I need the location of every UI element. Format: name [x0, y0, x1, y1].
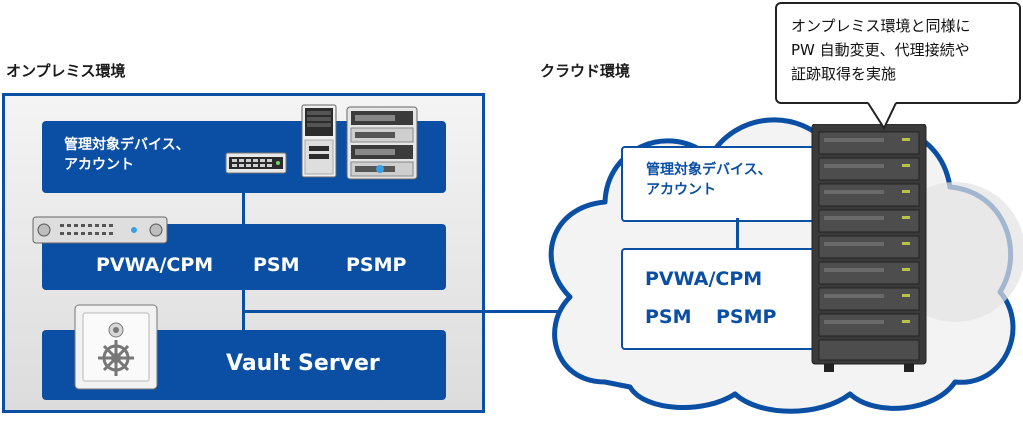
onprem-component-psmp: PSMP: [346, 254, 407, 276]
cloud-title: クラウド環境: [540, 62, 631, 80]
cloud-server-rack-icon: [811, 124, 927, 372]
onprem-component-pvwa-cpm: PVWA/CPM: [96, 254, 214, 276]
onprem-to-cloud-connector: [244, 310, 622, 313]
vault-safe-icon: [74, 304, 158, 390]
cloud-devices-box: [621, 146, 825, 222]
rack-unit-icon: [32, 216, 168, 244]
network-switch-icon: [225, 152, 287, 174]
onprem-component-psm: PSM: [253, 254, 300, 276]
onprem-devices-label-1: 管理対象デバイス、: [64, 137, 190, 153]
callout-text: オンプレミス環境と同様に PW 自動変更、代理接続や 証跡取得を実施: [791, 17, 971, 83]
callout-pointer: [867, 102, 897, 130]
cloud-component-psmp: PSMP: [716, 306, 777, 328]
onprem-devices-label-2: アカウント: [64, 157, 134, 173]
cloud-devices-label-2: アカウント: [646, 182, 716, 198]
speech-callout: オンプレミス環境と同様に PW 自動変更、代理接続や 証跡取得を実施: [775, 2, 1021, 104]
onprem-title: オンプレミス環境: [6, 62, 126, 80]
tower-server-icon: [301, 104, 337, 178]
cloud-component-psm: PSM: [645, 306, 692, 328]
cloud-devices-label-1: 管理対象デバイス、: [646, 162, 772, 178]
vault-server-label: Vault Server: [226, 351, 380, 376]
cloud-component-pvwa-cpm: PVWA/CPM: [645, 268, 763, 290]
cloud-connector: [736, 218, 739, 248]
cloud-components-box: [621, 248, 825, 350]
rack-server-icon: [346, 106, 418, 180]
